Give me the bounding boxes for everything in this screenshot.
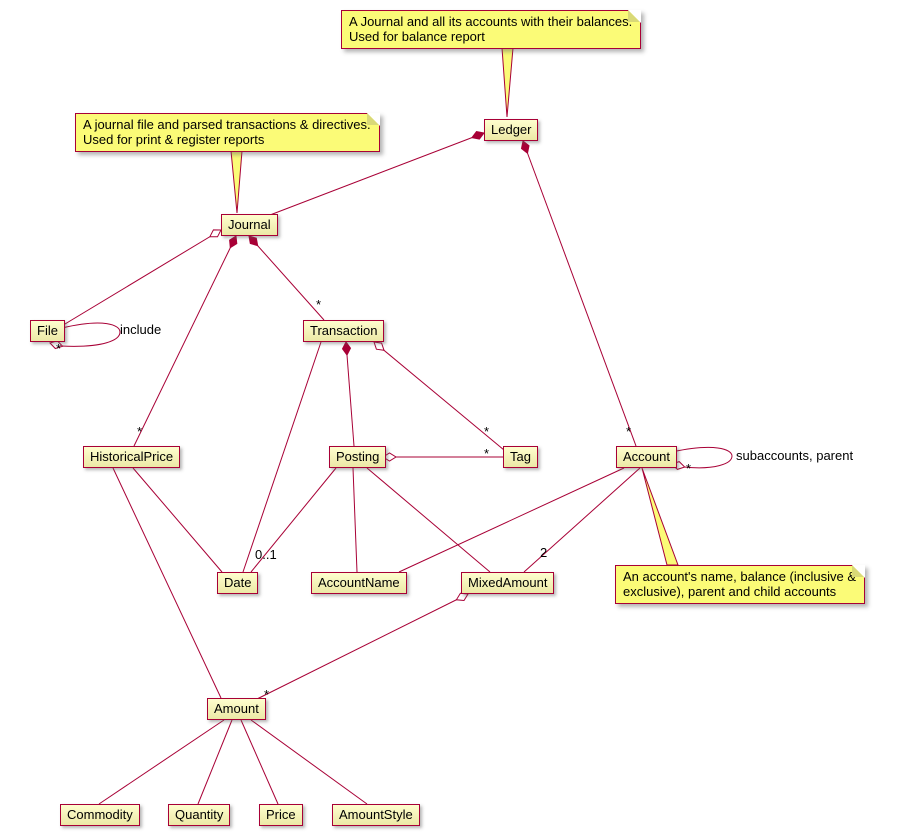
class-amount: Amount	[207, 698, 266, 720]
class-price: Price	[259, 804, 303, 826]
note-flap-icon	[628, 10, 641, 22]
note-journal-line1: A journal file and parsed transactions &…	[83, 117, 371, 132]
note-flap-icon	[366, 113, 379, 125]
mult-journal-transaction: *	[316, 297, 322, 312]
note-account-line2: exclusive), parent and child accounts	[623, 584, 837, 599]
note-flap-icon	[852, 565, 864, 577]
note-journal-line2: Used for print & register reports	[83, 132, 265, 147]
class-ledger: Ledger	[484, 119, 539, 141]
class-commodity: Commodity	[60, 804, 140, 826]
class-historical-price: HistoricalPrice	[83, 446, 181, 468]
note-ledger-line1: A Journal and all its accounts with thei…	[349, 14, 633, 29]
class-mixed-amount: MixedAmount	[461, 572, 555, 594]
class-tag: Tag	[503, 446, 538, 468]
mult-mixedamount-amount: *	[264, 687, 270, 702]
note-account-line1: An account's name, balance (inclusive &	[623, 569, 856, 584]
class-journal: Journal	[221, 214, 278, 236]
mult-transaction-tag: *	[484, 424, 490, 439]
note-ledger: A Journal and all its accounts with thei…	[341, 10, 642, 49]
class-posting: Posting	[329, 446, 387, 468]
class-account: Account	[616, 446, 677, 468]
class-date: Date	[217, 572, 259, 594]
class-quantity: Quantity	[168, 804, 231, 826]
note-account: An account's name, balance (inclusive & …	[615, 565, 865, 604]
class-transaction: Transaction	[303, 320, 385, 342]
edge-label-include: include	[120, 322, 162, 337]
class-account-name: AccountName	[311, 572, 407, 594]
note-journal: A journal file and parsed transactions &…	[75, 113, 380, 152]
mult-posting-tag: *	[484, 446, 490, 461]
mult-posting-date: 0..1	[255, 547, 277, 562]
class-file: File	[30, 320, 65, 342]
mult-file-include: *	[56, 341, 62, 356]
mult-account-mixedamount: 2	[540, 545, 548, 560]
mult-journal-historicalprice: *	[137, 424, 143, 439]
class-amount-style: AmountStyle	[332, 804, 420, 826]
mult-ledger-account: *	[626, 424, 632, 439]
mult-account-subaccounts: *	[686, 461, 692, 476]
note-ledger-line2: Used for balance report	[349, 29, 485, 44]
edge-label-subaccounts-parent: subaccounts, parent	[736, 448, 854, 463]
